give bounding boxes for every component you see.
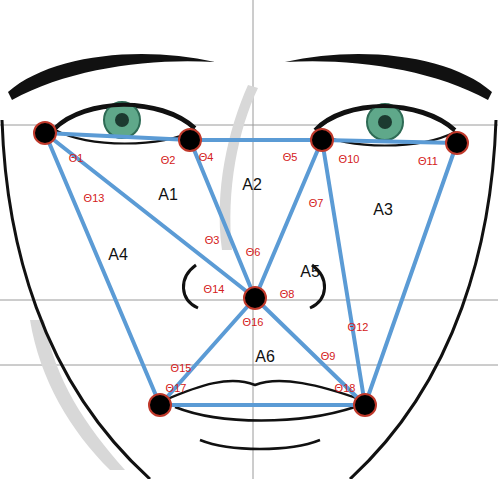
angle-label: Θ17	[166, 383, 187, 394]
landmark-point	[149, 394, 171, 416]
angle-label: Θ12	[348, 322, 369, 333]
angle-label: Θ6	[246, 247, 261, 258]
landmark-point	[179, 129, 201, 151]
eyebrow	[8, 54, 215, 100]
mesh-line	[365, 143, 457, 405]
mesh-line	[160, 298, 255, 405]
mesh-line	[322, 140, 365, 405]
area-label: A2	[242, 177, 262, 193]
landmark-point	[311, 129, 333, 151]
angle-label: Θ4	[199, 152, 214, 163]
mesh-line	[255, 140, 322, 298]
landmark-point	[446, 132, 468, 154]
angle-label: Θ11	[418, 156, 438, 167]
angle-label: Θ5	[283, 152, 298, 163]
landmark-point	[34, 122, 56, 144]
angle-label: Θ18	[335, 383, 356, 394]
mesh-line	[190, 140, 255, 298]
angle-label: Θ16	[243, 317, 264, 328]
nose	[183, 265, 324, 308]
angle-label: Θ7	[309, 198, 324, 209]
mesh-line	[255, 298, 365, 405]
mesh-line	[45, 133, 190, 140]
angle-label: Θ15	[171, 363, 192, 374]
face-outline	[2, 120, 496, 479]
mouth	[165, 381, 362, 449]
area-label: A3	[373, 202, 393, 218]
area-label: A5	[300, 264, 320, 280]
angle-label: Θ8	[280, 289, 295, 300]
angle-label: Θ2	[161, 155, 176, 166]
angle-label: Θ1	[69, 153, 84, 164]
mesh-line	[160, 403, 365, 407]
mesh-line	[322, 140, 457, 143]
angle-label: Θ9	[321, 351, 336, 362]
angle-label: Θ13	[84, 193, 105, 204]
angle-label: Θ10	[339, 154, 360, 165]
eyebrow	[285, 54, 492, 100]
area-label: A4	[108, 247, 128, 263]
angle-label: Θ3	[205, 235, 220, 246]
area-label: A6	[255, 349, 275, 365]
mesh-line	[190, 138, 322, 142]
area-label: A1	[158, 187, 178, 203]
landmark-point	[354, 394, 376, 416]
angle-label: Θ14	[204, 284, 225, 295]
mesh-line	[45, 133, 160, 405]
mesh-line	[45, 133, 255, 298]
landmark-point	[244, 287, 266, 309]
